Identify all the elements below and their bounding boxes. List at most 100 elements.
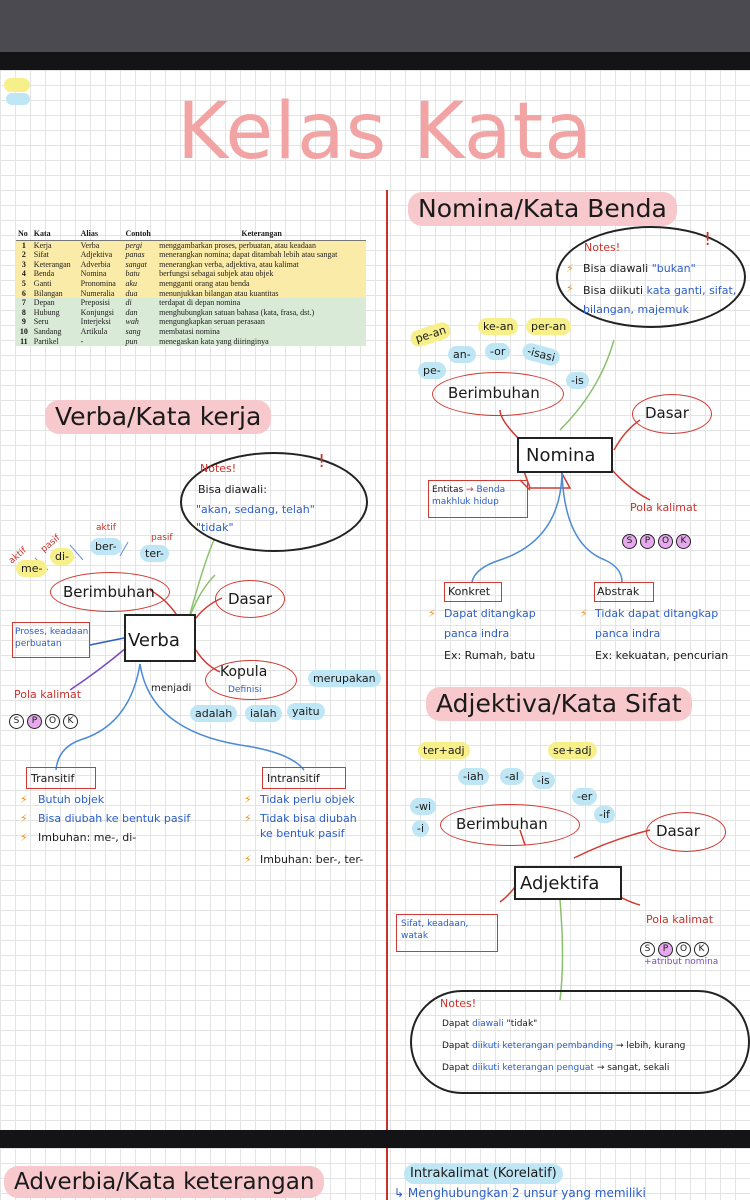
column-divider (386, 190, 388, 1130)
cell-alias: Numeralia (78, 288, 124, 299)
spok-s: S (9, 714, 24, 729)
verba-notes-title: Notes! (200, 462, 237, 475)
intransitif-item-1: Tidak perlu objek (260, 793, 355, 806)
adj-suffix-is: -is (532, 772, 555, 789)
cell-keterangan: menghubungkan satuan bahasa (kata, frasa… (157, 307, 366, 318)
kopula-bubble (205, 660, 297, 700)
cell-keterangan: mengganti orang atau benda (157, 278, 366, 289)
adj-suffix-er: -er (572, 788, 598, 805)
cell-alias: Adjektiva (78, 250, 124, 260)
cell-keterangan: terdapat di depan nomina (157, 298, 366, 308)
verba-proses-label: Proses, keadaan perbuatan (15, 627, 89, 649)
nomina-notes-bubble (556, 226, 746, 328)
cell-no: 10 (16, 326, 32, 337)
transitif-item-1: Butuh objek (38, 793, 105, 806)
adj-suffix-iah: -iah (458, 768, 489, 785)
nomina-affix-or: -or (485, 343, 511, 360)
cell-contoh: pergi (123, 240, 158, 251)
col-no: No (16, 228, 32, 241)
verba-prefix-di: di- (50, 548, 75, 565)
nomina-note-1: Bisa diawali "bukan" (583, 262, 696, 275)
verba-notes-line1: Bisa diawali: (198, 483, 267, 496)
column-divider-next (386, 1148, 388, 1200)
verba-aktif-2: aktif (96, 523, 116, 533)
verba-prefix-me: me- (16, 560, 48, 577)
cell-contoh: panas (123, 250, 158, 260)
transitif-label: Transitif (31, 772, 75, 785)
cell-kata: Partikel (31, 336, 79, 347)
adj-note-2: Dapat diikuti keterangan pembanding → le… (442, 1041, 686, 1051)
adjektiva-center-box (514, 866, 622, 900)
adj-atribut-label: +atribut nomina (644, 957, 719, 967)
adj-berimbuhan-bubble (440, 804, 580, 846)
table-header-row: No Kata Alias Contoh Keterangan (16, 228, 366, 241)
nomina-dasar-label: Dasar (645, 404, 689, 422)
cell-no: 11 (16, 336, 32, 347)
cell-alias: Verba (78, 240, 124, 251)
cell-alias: Konjungsi (78, 307, 124, 318)
cell-keterangan: membatasi nomina (157, 326, 366, 337)
cell-no: 3 (16, 259, 32, 270)
verba-prefix-ber: ber- (90, 538, 122, 555)
transitif-item-2: Bisa diubah ke bentuk pasif (38, 812, 191, 825)
nomina-berimbuhan-bubble (432, 372, 564, 416)
spok-k: K (63, 714, 78, 729)
cell-no: 5 (16, 278, 32, 289)
cell-keterangan: mengungkapkan seruan perasaan (157, 317, 366, 327)
adjektiva-center-label: Adjektifa (520, 873, 600, 894)
cell-no: 8 (16, 307, 32, 318)
verba-berimbuhan-label: Berimbuhan (63, 583, 155, 601)
nomina-spok-s: S (622, 534, 637, 549)
nomina-affix-per-an: per-an (526, 318, 572, 335)
yellow-highlight-blob (4, 78, 30, 92)
adj-sifat-box (396, 914, 498, 952)
cell-alias: Pronomina (78, 278, 124, 289)
cell-contoh: sangat (123, 259, 158, 270)
nomina-note-bolt-1: ⚡ (566, 262, 574, 275)
spok-o: O (45, 714, 60, 729)
cell-alias: Artikula (78, 326, 124, 337)
kopula-adalah: adalah (190, 705, 238, 722)
page-separator (0, 52, 750, 70)
nomina-pola-label: Pola kalimat (630, 501, 698, 514)
adj-suffix-if: -if (594, 806, 615, 823)
adj-sifat-label: Sifat, keadaan, watak (401, 919, 469, 941)
transitif-box (26, 767, 96, 789)
page-title: Kelas Kata (176, 87, 594, 177)
nomina-heading: Nomina/Kata Benda (408, 192, 677, 226)
cell-no: 1 (16, 240, 32, 251)
cell-kata: Ganti (31, 278, 79, 289)
cell-kata: Seru (31, 317, 79, 327)
kopula-label: Kopula (220, 664, 268, 680)
cell-no: 6 (16, 288, 32, 299)
konkret-example: Ex: Rumah, batu (444, 649, 536, 662)
kopula-definisi: Definisi (228, 685, 262, 695)
intransitif-bolt-1: ⚡ (244, 793, 252, 806)
col-alias: Alias (78, 228, 124, 241)
cell-no: 9 (16, 317, 32, 327)
adj-note-3: Dapat diikuti keterangan penguat → sanga… (442, 1063, 670, 1073)
transitif-item-3: Imbuhan: me-, di- (38, 831, 137, 844)
cell-kata: Bilangan (31, 288, 79, 299)
adj-spok-k: K (694, 942, 709, 957)
nomina-center-box (517, 437, 613, 473)
abstrak-box (594, 582, 654, 602)
cell-contoh: aku (123, 278, 158, 289)
cell-contoh: batu (123, 269, 158, 279)
adj-suffix-al: -al (500, 768, 524, 785)
verba-heading: Verba/Kata kerja (45, 400, 272, 434)
page-gap (0, 1130, 750, 1148)
adj-suffix-i: -i (412, 820, 430, 837)
abstrak-line2: panca indra (595, 627, 661, 640)
kopula-ialah: ialah (245, 705, 282, 722)
cell-kata: Sandang (31, 326, 79, 337)
cell-keterangan: menerangkan verba, adjektiva, atau kalim… (157, 259, 366, 270)
verba-pola-label: Pola kalimat (14, 688, 82, 701)
cell-no: 7 (16, 298, 32, 308)
cell-contoh: dan (123, 307, 158, 318)
